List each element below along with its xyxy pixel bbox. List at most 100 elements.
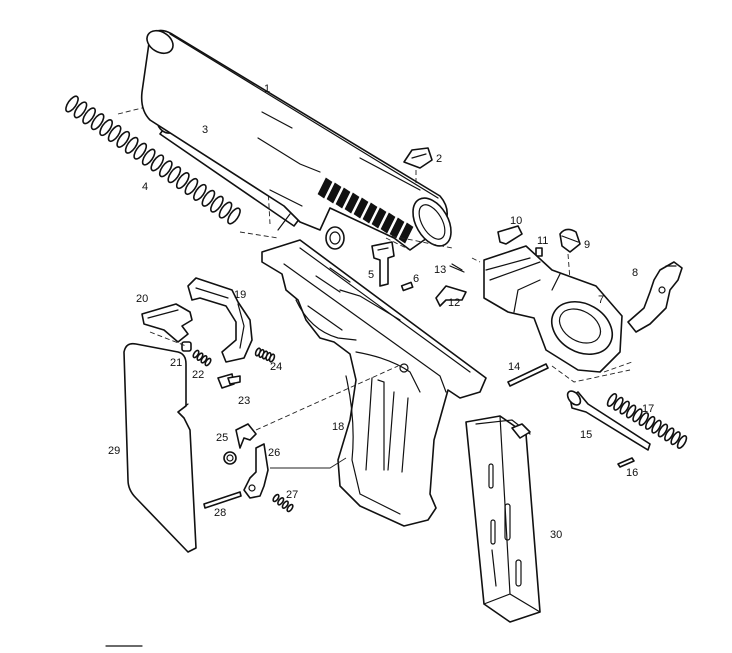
- spring-coil: [90, 113, 105, 131]
- spring-coil: [625, 404, 637, 419]
- spring-coil: [613, 396, 624, 411]
- pin-part-28: [203, 491, 242, 509]
- safety-part-20: [141, 303, 193, 343]
- leader-14: [551, 365, 631, 383]
- spring-coil: [158, 160, 173, 178]
- spring-coil: [167, 166, 182, 184]
- serration-groove: [389, 217, 405, 239]
- pin-part-16: [617, 457, 635, 468]
- label-22: 22: [192, 369, 204, 381]
- spring-coil: [277, 497, 285, 506]
- spring-coil: [670, 431, 681, 446]
- label-17: 17: [642, 403, 654, 415]
- spring-coil: [606, 393, 618, 407]
- spring-coil: [638, 412, 650, 427]
- part-13: [449, 263, 465, 273]
- spring-coil: [281, 500, 289, 509]
- label-6: 6: [413, 273, 419, 285]
- spring-coil: [116, 130, 131, 148]
- spring-coil: [201, 189, 216, 207]
- spring-coil: [632, 408, 643, 423]
- spring-coil: [73, 101, 88, 119]
- breech-part-7: [483, 245, 623, 373]
- label-18: 18: [332, 421, 344, 433]
- spring-coil: [193, 183, 207, 201]
- spring-coil: [150, 154, 165, 172]
- label-23: 23: [238, 395, 250, 407]
- firing-pin-spring-part-17: [606, 393, 688, 449]
- label-15: 15: [580, 429, 592, 441]
- label-29: 29: [108, 445, 120, 457]
- spring-coil: [657, 423, 669, 438]
- spring-coil: [210, 195, 224, 213]
- spring-coil: [107, 124, 122, 143]
- spring-part-22: [192, 349, 212, 367]
- label-12: 12: [448, 297, 460, 309]
- spring-coil: [268, 353, 276, 363]
- hammer-part-8: [627, 261, 683, 333]
- label-21: 21: [170, 357, 182, 369]
- magazine-part-30: [465, 415, 541, 623]
- disconnector-part-26: [243, 443, 269, 499]
- recoil-spring-part-4: [65, 95, 241, 225]
- label-11: 11: [537, 235, 548, 247]
- label-27: 27: [286, 489, 298, 501]
- label-10: 10: [510, 215, 522, 227]
- part-labels: 1 2 3 4 5 6 7 8 9 10 11 12 13 14 15 16 1…: [108, 83, 654, 541]
- firing-pin-part-15: [566, 390, 651, 451]
- serration-groove: [371, 207, 387, 229]
- leader-21: [149, 331, 187, 347]
- leader-7b: [603, 361, 633, 373]
- spring-coil: [65, 95, 79, 113]
- part-10: [497, 225, 523, 245]
- pin-part-6: [400, 281, 414, 292]
- spring-coil: [82, 107, 96, 125]
- extractor-part-5: [371, 241, 395, 287]
- spring-coil: [227, 207, 241, 225]
- serration-groove: [362, 202, 378, 224]
- spring-coil: [644, 415, 656, 430]
- leader-10: [391, 235, 481, 263]
- spring-coil: [204, 357, 212, 367]
- leader-5: [385, 237, 411, 251]
- spring-coil: [175, 172, 190, 190]
- label-4: 4: [142, 181, 148, 193]
- leader-25: [255, 365, 399, 431]
- pin-part-14: [507, 363, 549, 387]
- label-1: 1: [264, 83, 270, 95]
- part-21: [181, 341, 192, 352]
- part-9: [559, 228, 581, 253]
- label-19: 19: [234, 289, 246, 301]
- spring-coil: [676, 435, 688, 449]
- label-7: 7: [598, 294, 604, 306]
- spring-coil: [184, 177, 199, 196]
- label-25: 25: [216, 432, 228, 444]
- spring-coil: [200, 354, 208, 364]
- label-2: 2: [436, 153, 442, 165]
- label-30: 30: [550, 529, 562, 541]
- spring-coil: [286, 503, 294, 513]
- serration-groove: [335, 187, 351, 209]
- spring-coil: [272, 493, 280, 503]
- label-20: 20: [136, 293, 148, 305]
- label-14: 14: [508, 361, 520, 373]
- label-26: 26: [268, 447, 280, 459]
- part-11: [535, 247, 543, 257]
- spring-coil: [664, 427, 675, 442]
- sear-part-25: [223, 423, 257, 465]
- spring-coil: [651, 419, 662, 434]
- spring-part-27: [272, 493, 294, 513]
- spring-part-24: [254, 347, 276, 363]
- label-16: 16: [626, 467, 638, 479]
- leader-26: [270, 457, 347, 469]
- label-3: 3: [202, 124, 208, 136]
- grip-panel-part-29: [123, 342, 197, 553]
- label-8: 8: [632, 267, 638, 279]
- trigger-part-19: [187, 277, 253, 363]
- serration-groove: [344, 192, 360, 214]
- label-13: 13: [434, 264, 446, 276]
- serration-groove: [326, 182, 342, 204]
- label-5: 5: [368, 269, 374, 281]
- screw-part-23: [217, 373, 241, 389]
